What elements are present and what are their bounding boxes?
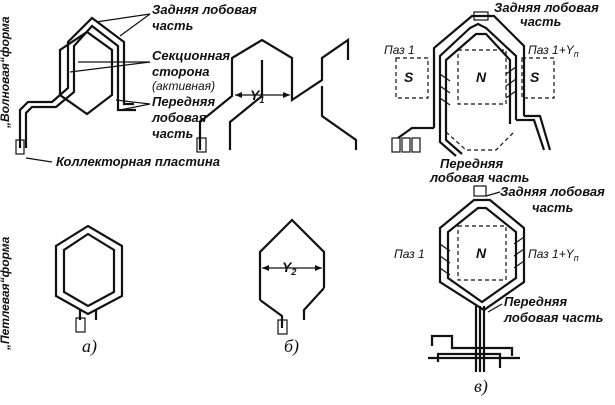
collector-plate-marker-2: [196, 137, 207, 153]
pole-n-bottom: [457, 225, 507, 281]
caption-c: в): [474, 376, 488, 397]
loop-coil-poles-c: [428, 185, 526, 372]
wave-coil-poles-right: [391, 11, 555, 157]
right-back-end-label-1: Задняя лобовая: [494, 0, 599, 15]
pole-n-top: [457, 49, 507, 105]
wave-form-label: „Волновая“форма: [0, 16, 12, 129]
pole-n-bottom-label: N: [476, 245, 487, 261]
label-leaders-top: [25, 13, 151, 163]
loop-pitch-b: [258, 218, 326, 335]
loop-coil-a: [54, 224, 124, 333]
bottom-slot-1-label: Паз 1: [394, 247, 425, 261]
pole-n-top-label: N: [476, 69, 487, 85]
bottom-back-end-label-2: часть: [532, 200, 573, 215]
right-front-end-label-1: Передняя: [440, 156, 503, 171]
slot-y-label: Паз 1+Yп: [528, 43, 579, 59]
bottom-slot-y-label: Паз 1+Yп: [528, 247, 579, 263]
pole-s-left: [395, 57, 429, 99]
back-end-label-2: часть: [152, 18, 193, 33]
bottom-front-end-label-2: лобовая часть: [503, 310, 603, 325]
back-end-label-1: Задняя лобовая: [152, 2, 257, 17]
collector-plate-label: Коллекторная пластина: [56, 154, 220, 169]
right-front-end-label-2: лобовая часть: [429, 170, 529, 185]
pole-s-right-label: S: [530, 69, 540, 85]
bottom-front-end-label-1: Передняя: [504, 294, 567, 309]
front-end-label-2: лобовая: [151, 110, 207, 125]
y2-symbol: Y2: [282, 259, 296, 277]
right-back-end-label-2: часть: [520, 14, 561, 29]
pole-s-right: [521, 57, 555, 99]
front-end-label-1: Передняя: [152, 94, 215, 109]
wave-coil-left: [15, 16, 136, 155]
y1-symbol: Y1: [250, 87, 264, 105]
caption-b: б): [284, 336, 299, 357]
front-end-label-3: часть: [152, 126, 193, 141]
pole-s-left-label: S: [404, 69, 414, 85]
bottom-back-end-label-1: Задняя лобовая: [500, 184, 605, 199]
wave-pitch-diagram: [196, 37, 358, 153]
slot-1-label: Паз 1: [384, 43, 415, 57]
section-side-label-3: (активная): [152, 79, 215, 93]
section-side-label-2: сторона: [152, 64, 210, 79]
loop-form-label: „Петлевая“форма: [0, 236, 12, 351]
caption-a: а): [82, 336, 97, 357]
section-side-label-1: Секционная: [152, 48, 230, 63]
collector-plate-marker: [15, 139, 25, 155]
